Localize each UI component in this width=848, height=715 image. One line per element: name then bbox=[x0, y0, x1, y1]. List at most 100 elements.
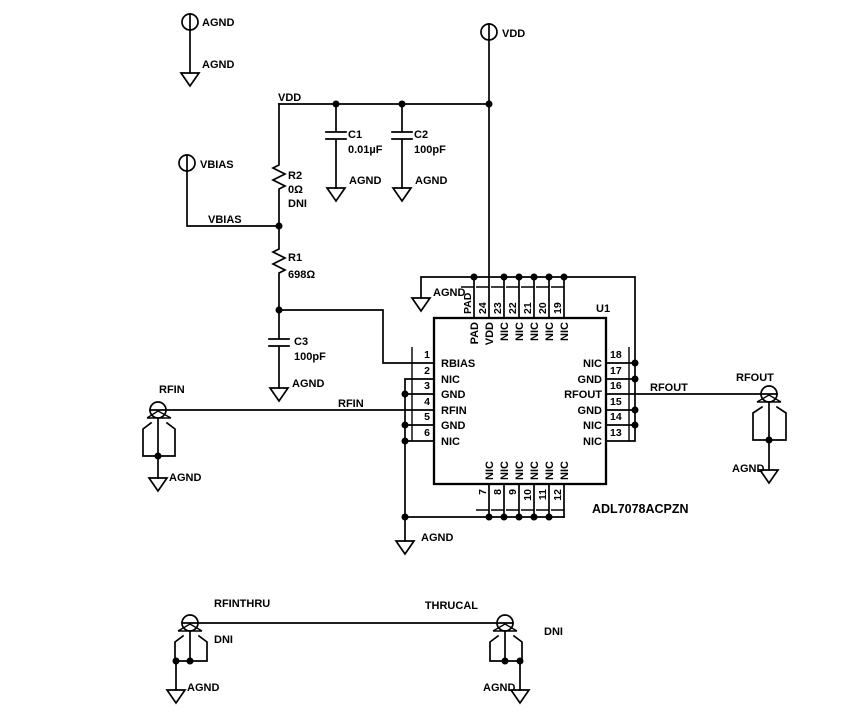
pin-number: 6 bbox=[424, 427, 430, 439]
wire-connector-gnd bbox=[175, 630, 191, 691]
pin-number: 1 bbox=[424, 349, 430, 361]
testpoint-circle-icon bbox=[178, 154, 196, 172]
testpoint-agnd-label: AGND bbox=[202, 17, 234, 29]
testpoint-vdd: VDD bbox=[480, 23, 525, 319]
wire-vbias bbox=[186, 154, 280, 227]
ground-triangle-icon bbox=[391, 187, 413, 203]
pin-name: PAD bbox=[469, 322, 481, 344]
pin-name: GND bbox=[578, 374, 603, 386]
r1-value: 698Ω bbox=[288, 269, 315, 281]
r1-refdes: R1 bbox=[288, 252, 302, 264]
ground-triangle-icon bbox=[179, 72, 201, 88]
junction-dot bbox=[401, 437, 409, 445]
r2-refdes: R2 bbox=[288, 170, 302, 182]
connector-rfinthru-label: RFINTHRU bbox=[214, 598, 270, 610]
chip-body bbox=[432, 316, 608, 486]
thrucal-dni-note: DNI bbox=[544, 626, 563, 638]
top-pin-wires bbox=[473, 276, 565, 319]
junction-dot bbox=[765, 436, 773, 444]
pin-number: 5 bbox=[424, 411, 430, 423]
c2-value: 100pF bbox=[414, 144, 446, 156]
pin-name: NIC bbox=[529, 322, 541, 341]
net-label-rfin: RFIN bbox=[338, 398, 364, 410]
capacitor-symbol bbox=[268, 309, 290, 389]
junction-dot bbox=[154, 452, 162, 460]
pin-name: NIC bbox=[583, 436, 602, 448]
connector-crossbar-icon bbox=[146, 410, 172, 419]
pin-number: 24 bbox=[477, 302, 489, 314]
capacitor-c3: C3 100pF AGND bbox=[268, 309, 326, 403]
testpoint-circle-icon bbox=[181, 13, 199, 31]
connector-rfinthru: RFINTHRU DNI AGND bbox=[165, 598, 270, 705]
pin-name: RFOUT bbox=[564, 389, 602, 401]
pin-name: VDD bbox=[484, 322, 496, 345]
net-label-rfout: RFOUT bbox=[650, 382, 688, 394]
ground-triangle-icon bbox=[165, 689, 187, 705]
connector-rfout: RFOUT AGND bbox=[732, 372, 787, 485]
ground-triangle-icon bbox=[147, 477, 169, 493]
pin-number: 14 bbox=[610, 411, 622, 423]
c1-refdes: C1 bbox=[348, 129, 362, 141]
pin-number: 11 bbox=[537, 489, 549, 500]
pin-number: 8 bbox=[492, 489, 504, 495]
connector-rfin: RFIN AGND bbox=[142, 384, 201, 493]
agnd-label: AGND bbox=[187, 682, 219, 694]
junction-dot bbox=[401, 513, 409, 521]
pin-name: GND bbox=[441, 389, 466, 401]
capacitor-symbol bbox=[325, 103, 347, 189]
testpoint-circle-icon bbox=[480, 23, 498, 41]
c3-refdes: C3 bbox=[294, 336, 308, 348]
pin-name: NIC bbox=[559, 461, 571, 480]
pin-number: 17 bbox=[610, 365, 622, 377]
agnd-label: AGND bbox=[421, 532, 453, 544]
r2-value: 0Ω bbox=[288, 184, 303, 196]
wire-agnd-rail bbox=[420, 276, 636, 442]
pin-name: GND bbox=[578, 405, 603, 417]
pin-name: NIC bbox=[583, 420, 602, 432]
pin-number: 7 bbox=[477, 489, 489, 495]
junction-dot bbox=[401, 421, 409, 429]
junction-dot bbox=[172, 657, 180, 665]
connector-rfin-label: RFIN bbox=[159, 384, 185, 396]
pin-name: GND bbox=[441, 420, 466, 432]
pin-name: NIC bbox=[484, 461, 496, 480]
pin-number: 15 bbox=[610, 396, 622, 408]
testpoint-vbias: VBIAS VBIAS bbox=[178, 154, 283, 230]
pin-number: 12 bbox=[552, 489, 564, 501]
resistor-r1: R1 698Ω bbox=[271, 225, 315, 314]
testpoint-agnd: AGND AGND bbox=[179, 13, 234, 88]
ground-triangle-icon bbox=[410, 297, 432, 313]
junction-dot bbox=[501, 657, 509, 665]
junction-dot bbox=[401, 390, 409, 398]
net-label-vbias: VBIAS bbox=[208, 214, 242, 226]
pin-name: NIC bbox=[583, 358, 602, 370]
connector-thrucal: THRUCAL DNI AGND bbox=[425, 600, 563, 705]
pin-number: 10 bbox=[522, 489, 534, 501]
junction-dot bbox=[186, 657, 194, 665]
pin-number: 13 bbox=[610, 427, 622, 439]
pin-name: RFIN bbox=[441, 405, 467, 417]
pin-name: NIC bbox=[544, 322, 556, 341]
agnd-label: AGND bbox=[433, 287, 465, 299]
ground-triangle-icon bbox=[758, 469, 780, 485]
pin-number: 23 bbox=[492, 302, 504, 314]
connector-rfout-label: RFOUT bbox=[736, 372, 774, 384]
pin-number: 20 bbox=[537, 302, 549, 314]
agnd-label: AGND bbox=[169, 472, 201, 484]
capacitor-c1: C1 0.01µF AGND bbox=[325, 103, 383, 203]
connector-shield-icon bbox=[142, 421, 176, 457]
pin-number: 2 bbox=[424, 365, 430, 377]
wire-connector-gnd bbox=[504, 630, 521, 691]
wire-rbias bbox=[278, 309, 435, 364]
pin-name: NIC bbox=[559, 322, 571, 341]
resistor-r2: R2 0Ω DNI bbox=[271, 103, 307, 227]
ground-triangle-icon bbox=[509, 689, 531, 705]
chip-u1: U1 ADL7078ACPZN PAD 24 23 22 21 20 19 PA… bbox=[411, 276, 689, 518]
pin-number: 21 bbox=[522, 302, 534, 314]
pin-number: 9 bbox=[507, 489, 519, 495]
testpoint-vdd-label: VDD bbox=[502, 28, 525, 40]
rfinthru-dni-note: DNI bbox=[214, 634, 233, 646]
pin-name: NIC bbox=[499, 461, 511, 480]
chip-part-number: ADL7078ACPZN bbox=[592, 502, 689, 516]
